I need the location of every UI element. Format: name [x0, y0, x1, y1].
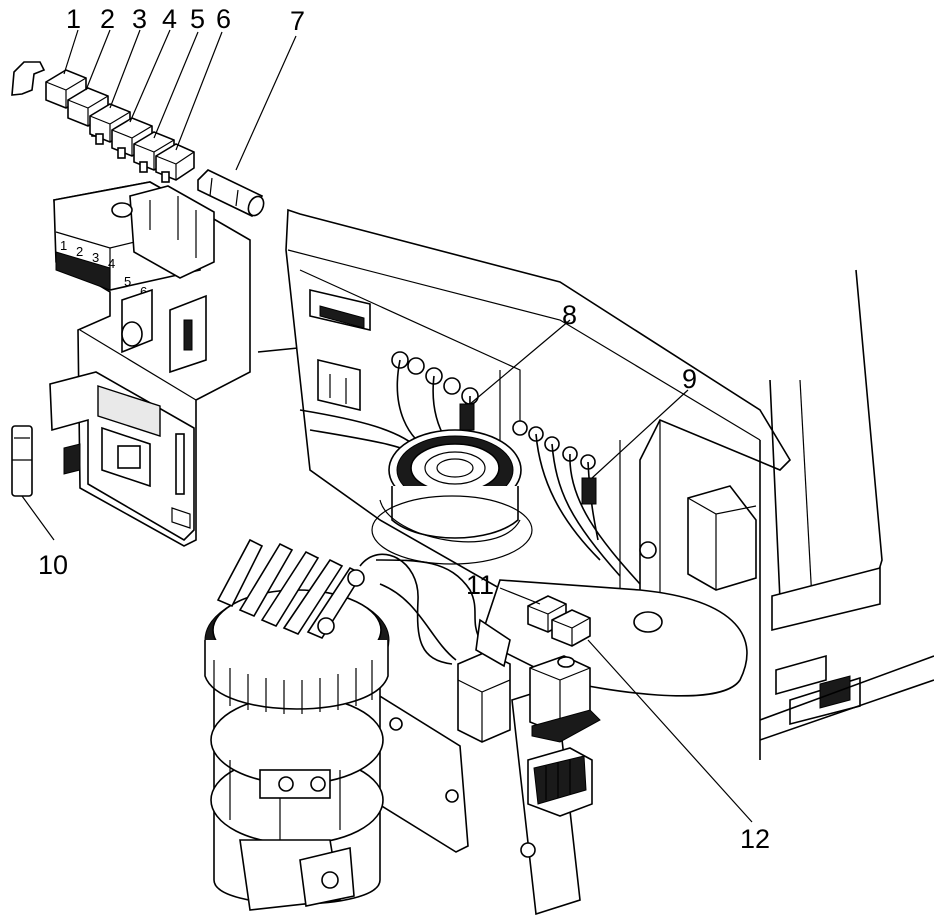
- relay-block-number: 5: [124, 274, 131, 289]
- relay-module: [457, 595, 601, 915]
- callout-1: 1: [66, 4, 81, 34]
- relay-block-number: 2: [76, 244, 83, 259]
- callout-12: 12: [740, 824, 770, 854]
- callout-10: 10: [38, 550, 68, 580]
- heatsink-fins: [216, 538, 364, 640]
- base-plate: [479, 579, 748, 697]
- callout-labels: 1 2 3 4 5 6 7 8 9 10 11 12: [38, 4, 770, 854]
- leader-lines: [63, 29, 753, 823]
- relay-holder-bracket: 1 2 3 4 5 6: [49, 181, 251, 547]
- callout-6: 6: [216, 4, 231, 34]
- relay-6: [155, 143, 195, 183]
- callout-11: 11: [466, 570, 494, 600]
- relay-block-number: 4: [108, 256, 115, 271]
- relay-block-numbers: 1 2 3 4 5 6: [60, 238, 147, 299]
- fuse-holder-9: [581, 477, 597, 505]
- relay-block-number: 6: [140, 284, 147, 299]
- pump-motor: [204, 538, 481, 911]
- relay-block-number: 1: [60, 238, 67, 253]
- radial-heatsink: [371, 429, 533, 565]
- callout-9: 9: [682, 364, 697, 394]
- housing-panel: [285, 208, 792, 621]
- callout-3: 3: [132, 4, 147, 34]
- callout-7: 7: [290, 6, 305, 36]
- relay-block-number: 3: [92, 250, 99, 265]
- callout-4: 4: [162, 4, 177, 34]
- relay-set: [11, 61, 195, 183]
- side-frame: [759, 269, 934, 760]
- fuse-holder-8: [459, 403, 475, 431]
- fuse-7: [197, 169, 265, 218]
- callout-8: 8: [562, 300, 577, 330]
- callout-5: 5: [190, 4, 205, 34]
- callout-2: 2: [100, 4, 115, 34]
- fuse-10: [11, 425, 55, 541]
